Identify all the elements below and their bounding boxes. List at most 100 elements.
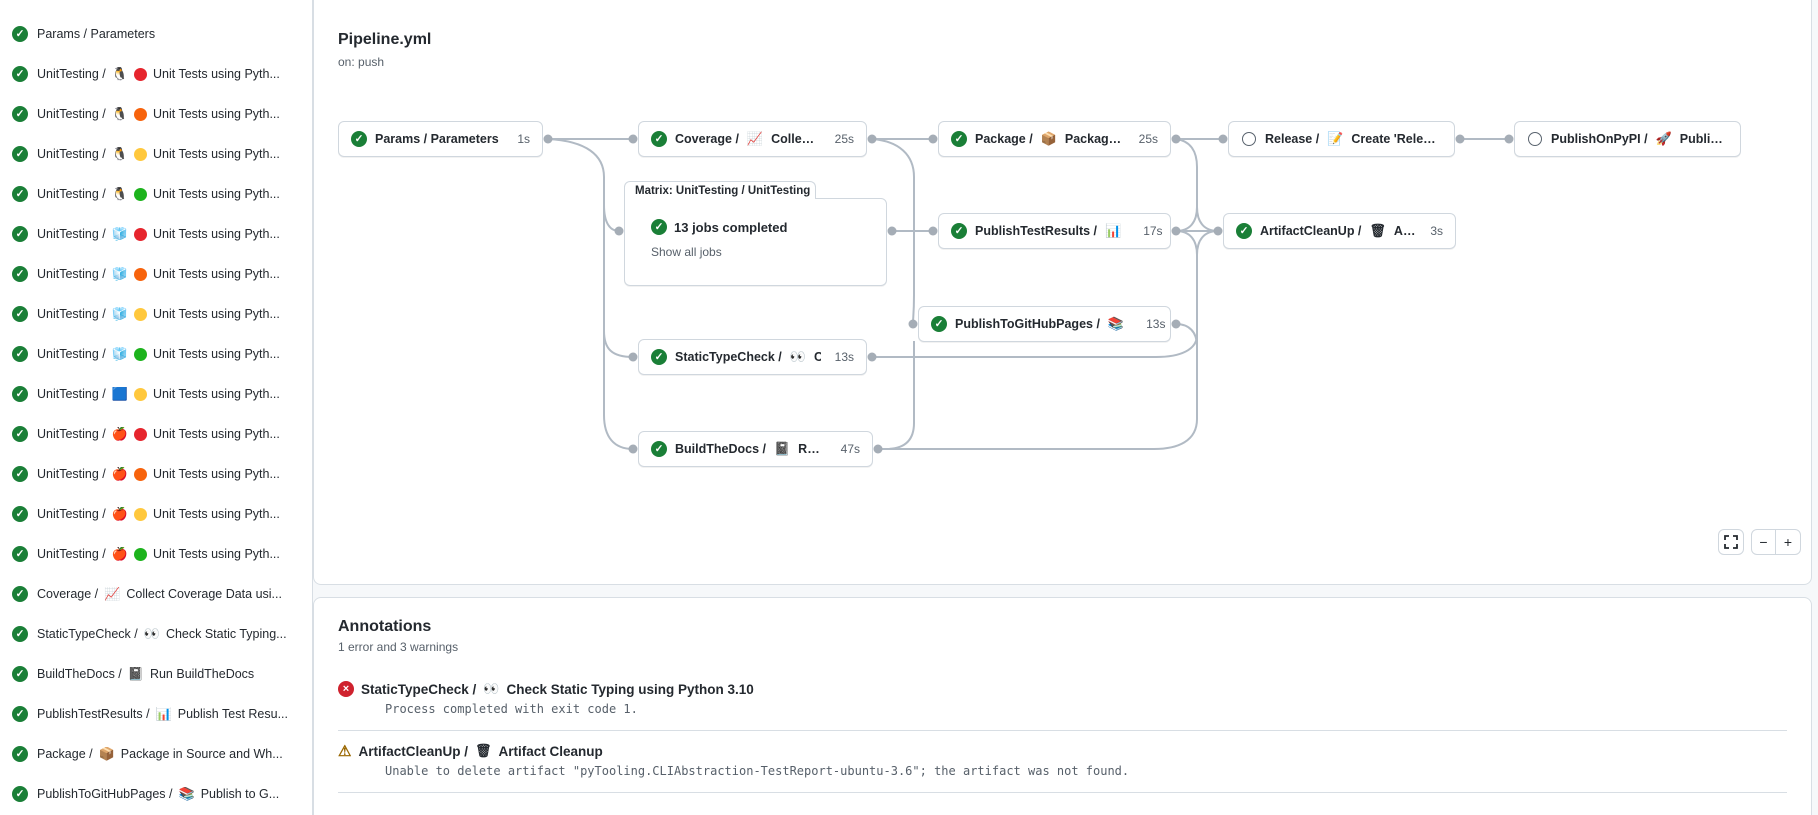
success-icon: ✓ [12, 706, 28, 722]
job-name: UnitTesting / [37, 347, 106, 361]
job-os-icon: 📓 [127, 667, 144, 681]
python-version-dot [133, 187, 147, 201]
annotation-job-link[interactable]: ×StaticTypeCheck /👀Check Static Typing u… [338, 681, 1787, 697]
sidebar-job-item[interactable]: ✓UnitTesting /🧊Unit Tests using Pyth... [0, 214, 312, 254]
workflow-node-publish-to-github-pages[interactable]: ✓PublishToGitHubPages /📚...13s [918, 306, 1171, 342]
zoom-out-button[interactable]: − [1752, 530, 1777, 554]
success-icon: ✓ [1236, 223, 1252, 239]
sidebar-job-text: Coverage /📈Collect Coverage Data usi... [37, 587, 282, 601]
job-name: UnitTesting / [37, 547, 106, 561]
matrix-status-text: 13 jobs completed [674, 219, 788, 235]
job-label: Unit Tests using Pyth... [152, 347, 280, 361]
sidebar-job-text: UnitTesting /🍎Unit Tests using Pyth... [37, 547, 280, 561]
workflow-node-release[interactable]: Release /📝Create 'Release P... [1228, 121, 1455, 157]
sidebar-job-item[interactable]: ✓UnitTesting /🧊Unit Tests using Pyth... [0, 334, 312, 374]
sidebar-job-item[interactable]: ✓UnitTesting /🐧Unit Tests using Pyth... [0, 94, 312, 134]
python-version-dot [133, 267, 147, 281]
sidebar-job-text: UnitTesting /🍎Unit Tests using Pyth... [37, 467, 280, 481]
show-all-jobs-link[interactable]: Show all jobs [651, 245, 722, 259]
sidebar-job-item[interactable]: ✓ UnitTesting /🧊Unit Tests using Pyth... [0, 294, 312, 334]
job-os-icon: 🐧 [111, 187, 128, 201]
node-duration: 25s [1138, 132, 1158, 146]
job-os-icon: 📓 [773, 441, 791, 457]
python-version-dot [133, 347, 147, 361]
sidebar-job-item[interactable]: ✓ PublishTestResults / 📊 Publish Test Resu.… [0, 694, 312, 734]
job-name: Params / Parameters [375, 132, 499, 146]
job-name: StaticTypeCheck / [361, 681, 477, 697]
job-label: Unit Tests using Pyth... [152, 107, 280, 121]
sidebar-job-item[interactable]: ✓StaticTypeCheck /👀Check Static Typing..… [0, 614, 312, 654]
sidebar-job-item[interactable]: ✓Package /📦Package in Source and Wh... [0, 734, 312, 774]
job-os-icon: 📊 [155, 707, 172, 721]
node-duration: 3s [1430, 224, 1443, 238]
success-icon: ✓ [12, 306, 28, 322]
job-os-icon: 📝 [1327, 131, 1344, 147]
sidebar-job-text: PublishTestResults / 📊 Publish Test Resu..… [37, 707, 288, 721]
job-name: UnitTesting / [37, 427, 106, 441]
sidebar-job-item[interactable]: ✓UnitTesting /🍎Unit Tests using Pyth... [0, 534, 312, 574]
sidebar-job-item[interactable]: ✓Params / Parameters [0, 14, 312, 54]
job-label: Package in So... [1064, 132, 1125, 146]
success-icon: ✓ [12, 386, 28, 402]
job-name: Coverage / [675, 132, 739, 146]
graph-canvas[interactable]: Matrix: UnitTesting / UnitTesting ✓ 13 j… [314, 1, 1813, 586]
error-icon: × [338, 681, 354, 697]
workflow-node-static-type-check[interactable]: ✓StaticTypeCheck /👀Chec...13s [638, 339, 867, 375]
success-icon: ✓ [12, 586, 28, 602]
graph-controls: − + [1718, 529, 1801, 555]
job-os-icon: 📊 [1105, 223, 1122, 239]
workflow-node-build-the-docs[interactable]: ✓BuildTheDocs /📓Run Buil...47s [638, 431, 873, 467]
sidebar-job-item[interactable]: ✓UnitTesting /🐧Unit Tests using Pyth... [0, 54, 312, 94]
matrix-group-tab[interactable]: Matrix: UnitTesting / UnitTesting [624, 181, 816, 199]
annotation-job-link[interactable]: ⚠ArtifactCleanUp /🗑Artifact Cleanup [338, 744, 1787, 759]
sidebar-job-text: UnitTesting /🐧Unit Tests using Pyth... [37, 187, 280, 201]
job-label: Publish to ... [1679, 132, 1728, 146]
sidebar-job-item[interactable]: ✓UnitTesting /🐧Unit Tests using Pyth... [0, 134, 312, 174]
job-label: Unit Tests using Pyth... [152, 467, 280, 481]
job-name: Coverage / [37, 587, 99, 601]
job-os-icon: 🍎 [111, 507, 128, 521]
node-duration: 47s [840, 442, 860, 456]
jobs-list: ✓Params / Parameters✓UnitTesting /🐧Unit … [0, 14, 312, 814]
sidebar-job-item[interactable]: ✓UnitTesting /🍎Unit Tests using Pyth... [0, 494, 312, 534]
workflow-node-publish-test-results[interactable]: ✓PublishTestResults /📊Pu...17s [938, 213, 1171, 249]
workflow-node-publish-on-pypi[interactable]: PublishOnPyPI / 🚀 Publish to ... [1514, 121, 1741, 157]
success-icon: ✓ [12, 346, 28, 362]
workflow-node-package[interactable]: ✓Package /📦Package in So...25s [938, 121, 1171, 157]
fullscreen-button[interactable] [1718, 529, 1744, 555]
sidebar-job-item[interactable]: ✓PublishToGitHubPages /📚Publish to G... [0, 774, 312, 814]
job-os-icon: 🗑 [1369, 223, 1386, 239]
job-label: Check Static Typing using Python 3.10 [506, 681, 754, 697]
workflow-node-coverage[interactable]: ✓Coverage /📈Collect Cove...25s [638, 121, 867, 157]
job-os-icon: 🚀 [1655, 131, 1672, 147]
sidebar-job-text: UnitTesting /🧊Unit Tests using Pyth... [37, 307, 280, 321]
success-icon: ✓ [12, 626, 28, 642]
success-icon: ✓ [12, 506, 28, 522]
job-os-icon: 📈 [104, 587, 121, 601]
node-duration: 1s [517, 132, 530, 146]
warning-icon: ⚠ [338, 743, 352, 760]
job-label: Unit Tests using Pyth... [152, 227, 280, 241]
sidebar-job-item[interactable]: ✓UnitTesting /🐧Unit Tests using Pyth... [0, 174, 312, 214]
sidebar-job-item[interactable]: ✓BuildTheDocs /📓Run BuildTheDocs [0, 654, 312, 694]
fullscreen-icon [1724, 535, 1738, 549]
sidebar-job-text: UnitTesting /🐧Unit Tests using Pyth... [37, 107, 280, 121]
sidebar-job-item[interactable]: ✓Coverage /📈Collect Coverage Data usi... [0, 574, 312, 614]
workflow-node-artifact-cleanup[interactable]: ✓ArtifactCleanUp /🗑Artifac...3s [1223, 213, 1456, 249]
job-name: BuildTheDocs / [675, 442, 766, 456]
sidebar-job-item[interactable]: ✓UnitTesting /🍎Unit Tests using Pyth... [0, 414, 312, 454]
job-name: UnitTesting / [37, 307, 106, 321]
job-label: Unit Tests using Pyth... [152, 187, 280, 201]
job-name: PublishTestResults / [37, 707, 150, 721]
job-os-icon: 🧊 [111, 227, 128, 241]
sidebar-job-item[interactable]: ✓UnitTesting /🧊Unit Tests using Pyth... [0, 254, 312, 294]
job-name: PublishOnPyPI / [1551, 132, 1648, 146]
success-icon: ✓ [951, 131, 967, 147]
job-label: Publish Test Resu... [177, 707, 288, 721]
sidebar-job-item[interactable]: ✓UnitTesting /🟦Unit Tests using Pyth... [0, 374, 312, 414]
sidebar-job-item[interactable]: ✓UnitTesting /🍎Unit Tests using Pyth... [0, 454, 312, 494]
success-icon: ✓ [12, 786, 28, 802]
zoom-in-button[interactable]: + [1783, 534, 1793, 550]
